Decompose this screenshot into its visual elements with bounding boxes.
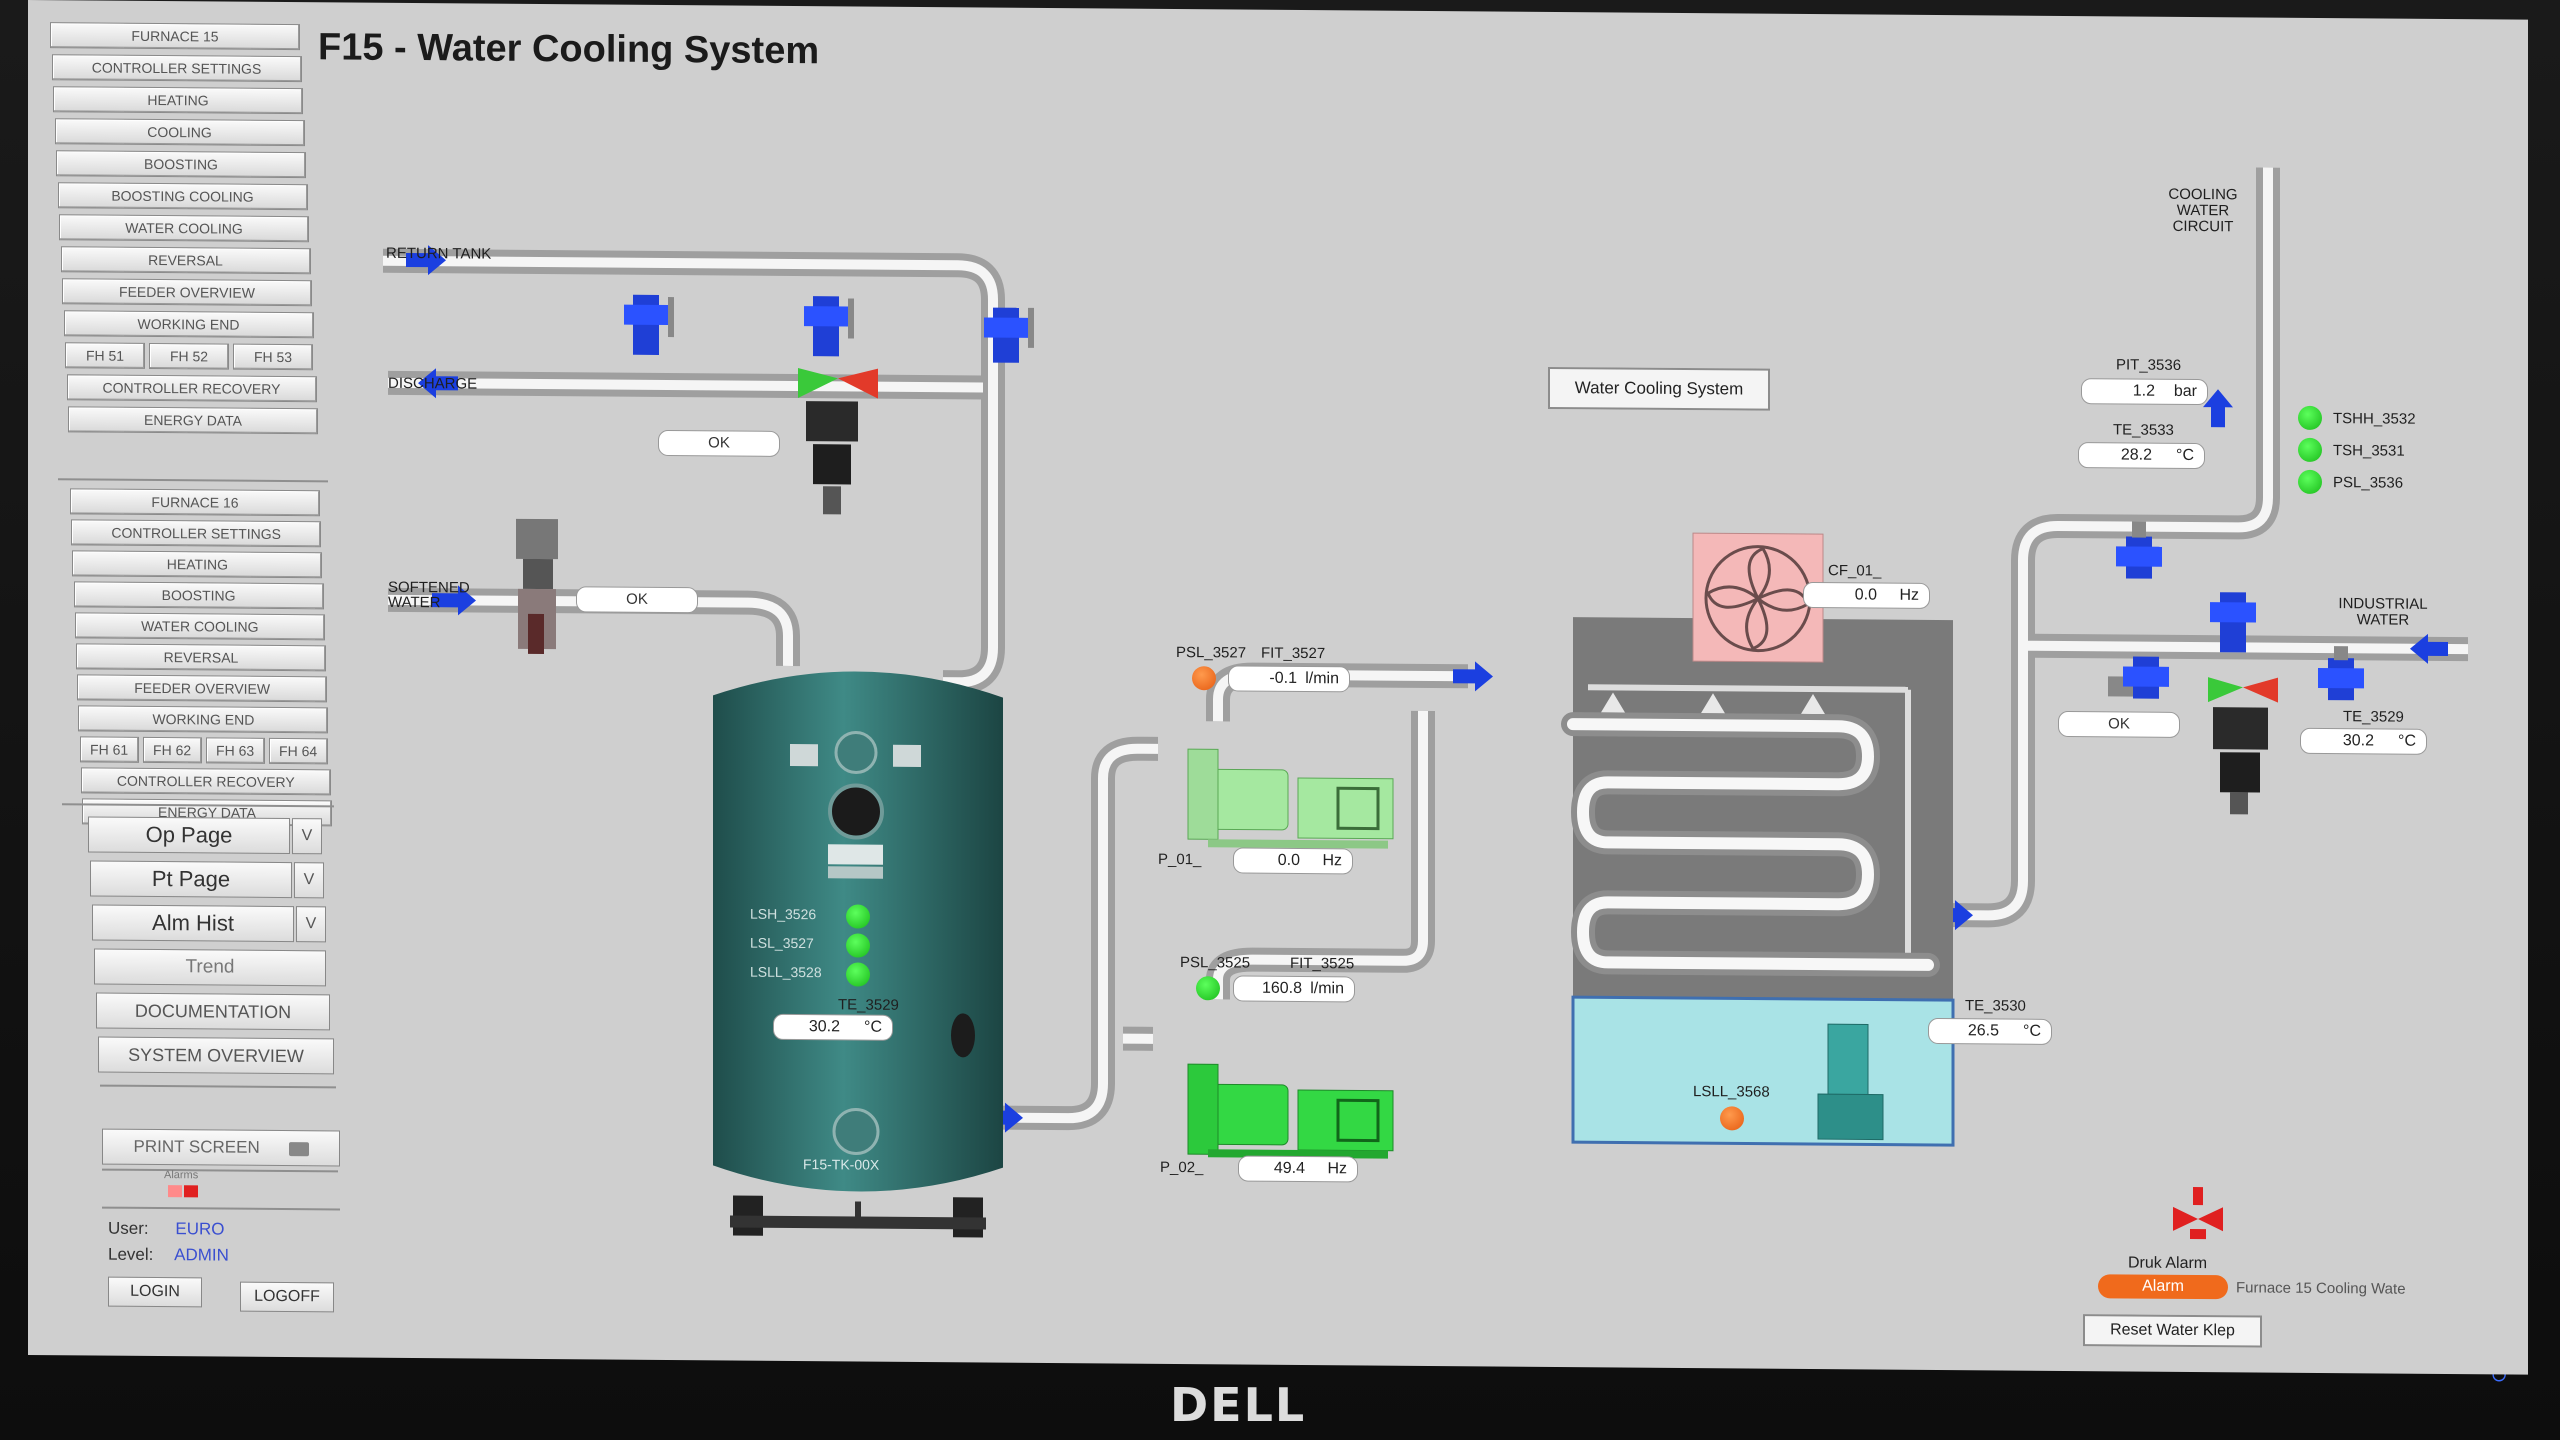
p-02-tag: P_02_ xyxy=(1160,1158,1204,1177)
p-01-unit: Hz xyxy=(1322,852,1342,870)
lsll-3568-tag: LSLL_3568 xyxy=(1693,1083,1770,1101)
p-01-tag: P_01_ xyxy=(1158,850,1202,869)
te-3529-tank-value: 30.2 °C xyxy=(773,1013,893,1041)
p-01-value: 0.0 Hz xyxy=(1233,847,1353,875)
te-3529-tank-tag: TE_3529 xyxy=(838,996,899,1014)
te-3529-tank-unit: °C xyxy=(864,1018,882,1036)
fit-3527-tag: FIT_3527 xyxy=(1261,644,1326,663)
lsll-3528-tag: LSLL_3528 xyxy=(750,963,822,981)
storage-tank xyxy=(713,671,1003,1238)
pit-3536-tag: PIT_3536 xyxy=(2116,356,2182,374)
monitor-brand-logo: DELL xyxy=(1170,1378,1307,1432)
arrow-right-icon xyxy=(1453,661,1493,692)
softened-water-valve-status: OK xyxy=(576,586,698,614)
cooling-tower xyxy=(1561,532,1955,1147)
druk-alarm-label: Druk Alarm xyxy=(2128,1254,2208,1273)
fit-3525-tag: FIT_3525 xyxy=(1290,954,1355,973)
arrow-right-icon xyxy=(432,585,476,616)
industrial-water-label: INDUSTRIAL WATER xyxy=(2338,595,2428,629)
te-3529-industrial-tag: TE_3529 xyxy=(2343,708,2404,726)
top-valves xyxy=(624,294,1034,515)
pump-p02 xyxy=(1187,1063,1394,1159)
cooling-water-circuit-label: COOLING WATER CIRCUIT xyxy=(2168,185,2238,236)
arrow-left-icon xyxy=(2410,633,2448,664)
softened-water-valve xyxy=(516,518,558,655)
te-3529-industrial-value-text: 30.2 xyxy=(2342,732,2374,750)
lsl-3527-lamp xyxy=(846,933,870,958)
p-02-value: 49.4 Hz xyxy=(1238,1155,1358,1183)
psl-3527-lamp xyxy=(1192,666,1216,691)
tshh-3532-tag: TSHH_3532 xyxy=(2333,410,2416,428)
p-02-unit: Hz xyxy=(1327,1160,1347,1178)
te-3529-tank-value-text: 30.2 xyxy=(808,1018,840,1036)
tshh-3532-lamp xyxy=(2298,405,2322,431)
psl-3536-lamp xyxy=(2298,469,2322,495)
cf-01-unit: Hz xyxy=(1899,586,1919,604)
pipe-highlight xyxy=(383,167,2468,1124)
te-3530-value-text: 26.5 xyxy=(1967,1022,1999,1040)
psl-3527-tag: PSL_3527 xyxy=(1176,644,1247,662)
p-01-value-text: 0.0 xyxy=(1277,851,1300,869)
p-02-value-text: 49.4 xyxy=(1273,1159,1305,1178)
pressure-alarm-valve-icon xyxy=(2173,1187,2223,1240)
flow-arrows xyxy=(406,245,2448,1133)
te-3533-unit: °C xyxy=(2176,446,2194,465)
psl-3536-tag: PSL_3536 xyxy=(2333,474,2404,492)
industrial-water-valve-status: OK xyxy=(2058,710,2180,738)
industrial-water-valves xyxy=(2108,521,2364,815)
water-cooling-system-button[interactable]: Water Cooling System xyxy=(1548,366,1770,411)
pit-3536-value: 1.2 bar xyxy=(2081,378,2208,406)
pump-p01 xyxy=(1187,748,1394,849)
softened-water-label: SOFTENED WATER xyxy=(388,578,470,612)
psl-3525-lamp xyxy=(1196,976,1220,1001)
arrow-left-icon xyxy=(418,368,458,399)
lsll-3568-lamp xyxy=(1720,1106,1744,1131)
return-tank-label: RETURN TANK xyxy=(386,244,492,263)
discharge-valve-status: OK xyxy=(658,429,780,457)
druk-alarm-message: Furnace 15 Cooling Wate xyxy=(2236,1279,2406,1298)
te-3533-tag: TE_3533 xyxy=(2113,421,2174,439)
lsll-3528-lamp xyxy=(846,962,870,987)
te-3530-unit: °C xyxy=(2023,1022,2041,1040)
discharge-label: DISCHARGE xyxy=(388,374,478,393)
cf-01-value: 0.0 Hz xyxy=(1803,581,1930,609)
te-3533-value-text: 28.2 xyxy=(2120,446,2152,464)
process-diagram xyxy=(383,167,2468,1240)
fit-3527-value: -0.1 l/min xyxy=(1228,665,1350,693)
lsl-3527-tag: LSL_3527 xyxy=(750,934,814,952)
tsh-3531-tag: TSH_3531 xyxy=(2333,442,2405,460)
lsh-3526-lamp xyxy=(846,904,870,929)
psl-3525-tag: PSL_3525 xyxy=(1180,954,1251,972)
fit-3525-unit: l/min xyxy=(1310,980,1344,998)
druk-alarm-status: Alarm xyxy=(2098,1274,2228,1300)
te-3530-value: 26.5 °C xyxy=(1928,1017,2052,1045)
fit-3527-value-text: -0.1 xyxy=(1269,669,1297,687)
reset-water-klep-button[interactable]: Reset Water Klep xyxy=(2083,1314,2262,1348)
pipe-network xyxy=(383,167,2468,1131)
pit-3536-unit: bar xyxy=(2173,382,2197,401)
fit-3525-value-text: 160.8 xyxy=(1261,979,1302,998)
cf-01-value-text: 0.0 xyxy=(1854,586,1877,604)
lsh-3526-tag: LSH_3526 xyxy=(750,905,817,923)
pit-3536-value-text: 1.2 xyxy=(2132,382,2155,400)
arrow-right-icon xyxy=(406,245,446,276)
tsh-3531-lamp xyxy=(2298,437,2322,463)
cf-01-tag: CF_01_ xyxy=(1828,562,1882,580)
te-3530-tag: TE_3530 xyxy=(1965,997,2026,1015)
te-3533-value: 28.2 °C xyxy=(2078,442,2205,470)
tank-name-label: F15-TK-00X xyxy=(803,1156,880,1173)
arrow-up-icon xyxy=(2203,389,2233,428)
fit-3525-value: 160.8 l/min xyxy=(1233,975,1355,1003)
fit-3527-unit: l/min xyxy=(1305,670,1339,688)
te-3529-industrial-value: 30.2 °C xyxy=(2300,727,2427,755)
te-3529-industrial-unit: °C xyxy=(2398,732,2416,750)
